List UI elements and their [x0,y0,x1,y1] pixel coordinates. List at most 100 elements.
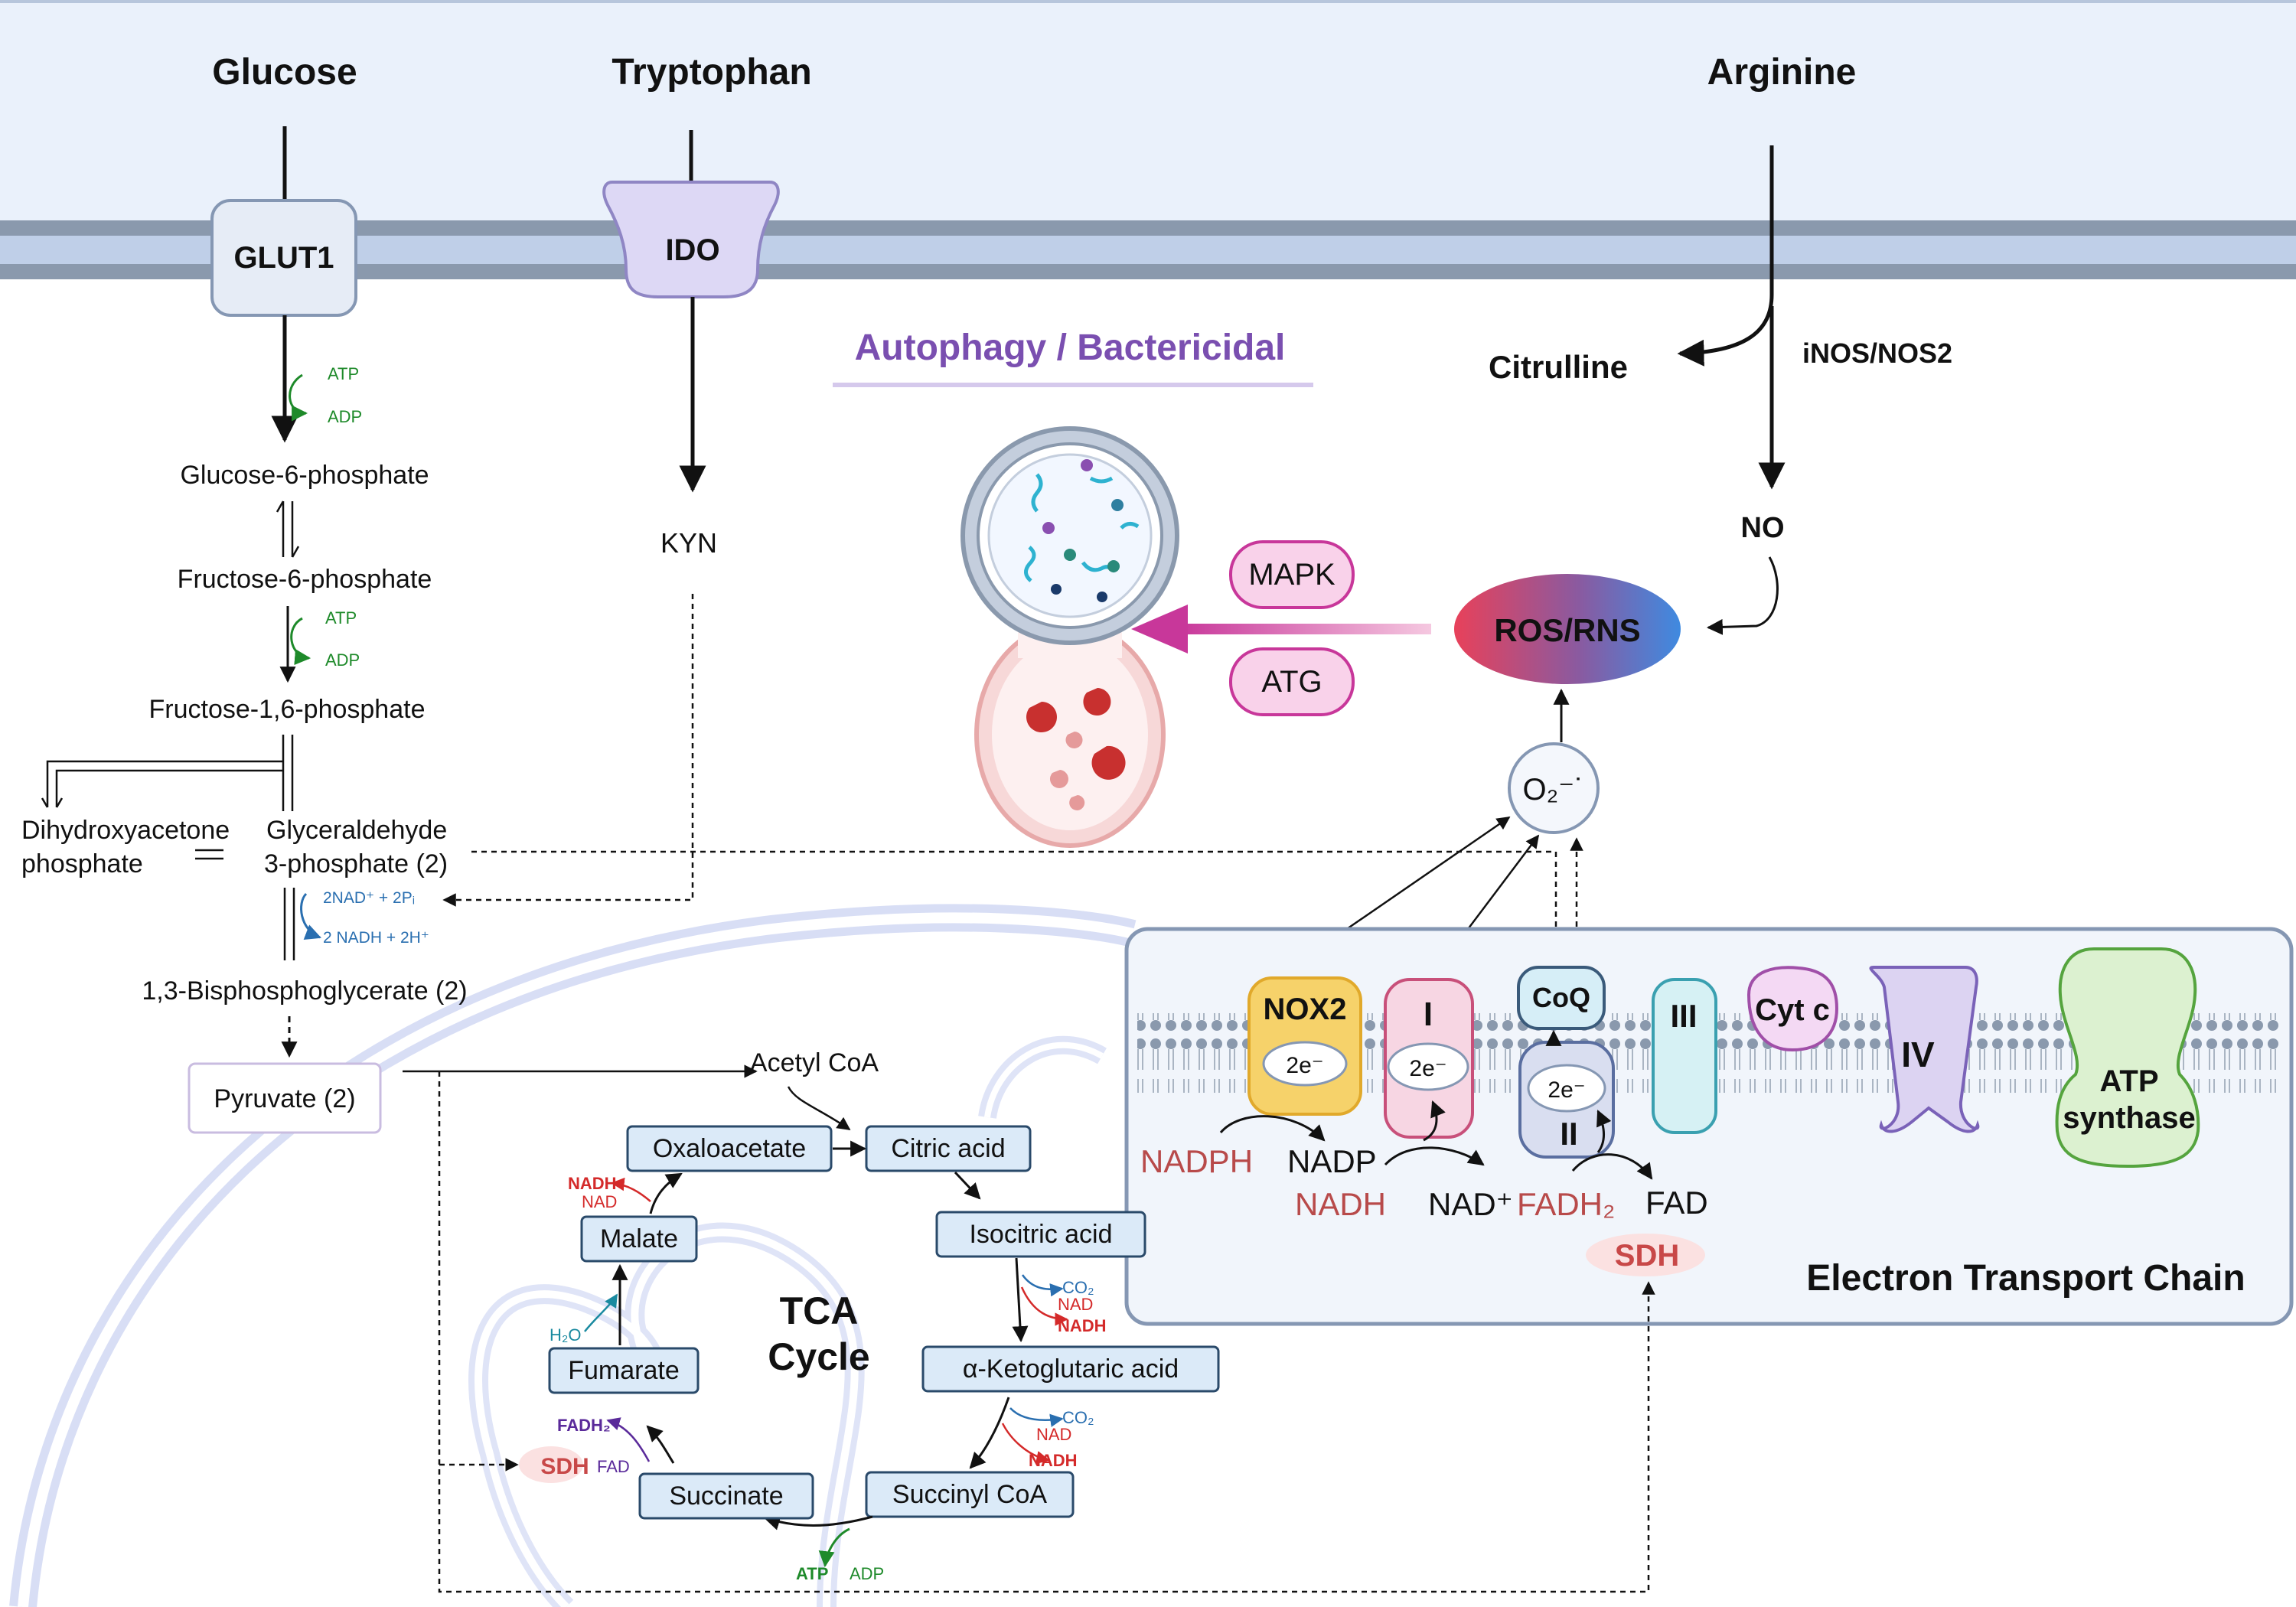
nadh-malate: NADH [568,1174,617,1193]
etc-nadh-label: NADH [1295,1186,1386,1222]
nadh-akg: NADH [1029,1451,1078,1470]
akg-box: α-Ketoglutaric acid [921,1345,1220,1393]
ido-enzyme [602,181,780,298]
tryptophan-label: Tryptophan [612,52,811,93]
dhap-label-1: Dihydroxyacetone [21,816,230,845]
ido-label: IDO [665,233,719,267]
cytochrome-c: Cyt c [1746,966,1839,1052]
atp-tca: ATP [796,1564,828,1583]
complex-ii-electrons: 2e⁻ [1548,1077,1585,1103]
glut1-label: GLUT1 [233,241,334,275]
isocitric-acid-label: Isocitric acid [969,1220,1112,1249]
tca-title-1: TCA [780,1289,859,1332]
complex-i-electrons: 2e⁻ [1409,1056,1446,1081]
ros-rns-node: ROS/RNS [1454,574,1681,684]
co2-akg: CO₂ [1062,1408,1094,1427]
nad-malate: NAD [582,1192,617,1211]
atp-glycolysis-1: ATP [328,364,359,383]
pyruvate-box: Pyruvate (2) [188,1062,382,1134]
h2o-tca: H₂O [550,1325,582,1345]
atp-synthase-label-1: ATP [2099,1064,2158,1098]
atp-synthase: ATP synthase [2055,947,2200,1169]
citric-acid-box: Citric acid [865,1125,1032,1172]
nad-in-glycolysis: 2NAD⁺ + 2Pᵢ [323,889,415,907]
complex-iv-label: IV [1901,1035,1935,1074]
mapk-label: MAPK [1248,558,1336,592]
tca-sdh-tag: SDH [519,1446,589,1483]
no-label: NO [1741,512,1785,544]
nadph-label: NADPH [1140,1143,1253,1179]
atp-synthase-label-2: synthase [2063,1101,2195,1135]
nox2-electrons: 2e⁻ [1286,1053,1323,1078]
complex-i: I 2e⁻ [1384,978,1474,1139]
superoxide-node: O₂⁻˙ [1508,742,1600,834]
etc-fadh2-label: FADH₂ [1517,1186,1615,1222]
fructose-1-6-phosphate: Fructose-1,6-phosphate [149,695,426,724]
citrulline-label: Citrulline [1489,349,1628,385]
nadp-label: NADP [1287,1143,1377,1179]
etc-sdh-tag: SDH [1586,1234,1705,1276]
isocitric-acid-box: Isocitric acid [935,1211,1146,1258]
atg-label: ATG [1261,665,1322,699]
mapk-box: MAPK [1229,540,1355,609]
arginine-label: Arginine [1707,52,1857,93]
etc-sdh-label: SDH [1615,1239,1679,1273]
autophagy-title: Autophagy / Bactericidal [855,328,1286,368]
fumarate-box: Fumarate [548,1347,700,1394]
mitochondrion-cristae [468,1222,865,1607]
glut1-transporter: GLUT1 [210,199,357,317]
oxaloacetate-box: Oxaloacetate [626,1125,833,1172]
co2-isocitrate: CO₂ [1062,1278,1094,1297]
nad-akg: NAD [1036,1425,1071,1444]
nox2-complex: NOX2 2e⁻ [1247,976,1362,1116]
fad-tca: FAD [597,1457,630,1476]
dhap-label-2: phosphate [21,849,143,878]
bisphosphoglycerate: 1,3-Bisphosphoglycerate (2) [142,976,467,1006]
ros-to-autophagy-arrow [1179,624,1431,634]
nad-plus-label: NAD⁺ [1428,1186,1513,1222]
g3p-label-1: Glyceraldehyde [266,816,447,845]
atg-box: ATG [1229,647,1355,716]
glucose-6-phosphate: Glucose-6-phosphate [180,461,429,490]
complex-i-label: I [1424,996,1433,1033]
fadh2-tca: FADH₂ [557,1416,611,1435]
succinyl-coa-label: Succinyl CoA [892,1480,1048,1509]
extracellular-space [0,0,2296,223]
citric-acid-label: Citric acid [891,1134,1005,1163]
nadh-isocitrate: NADH [1058,1316,1107,1335]
malate-box: Malate [580,1215,698,1263]
etc-fad-label: FAD [1645,1185,1708,1221]
malate-label: Malate [600,1224,678,1253]
inos-label: iNOS/NOS2 [1802,337,1952,369]
nadh-out-glycolysis: 2 NADH + 2H⁺ [323,929,429,947]
coq-carrier: CoQ [1517,966,1606,1030]
cytc-label: Cyt c [1755,993,1830,1027]
succinyl-coa-box: Succinyl CoA [865,1471,1075,1518]
tca-title-2: Cycle [768,1335,869,1378]
complex-iv: IV [1869,966,1980,1133]
g3p-label-2: 3-phosphate (2) [264,849,448,878]
adp-glycolysis-2: ADP [325,650,360,670]
etc-title: Electron Transport Chain [1806,1258,2245,1299]
tca-sdh-label: SDH [540,1454,589,1479]
complex-ii-label: II [1560,1116,1577,1152]
pyruvate-label: Pyruvate (2) [214,1084,355,1113]
adp-tca: ADP [850,1564,884,1583]
akg-label: α-Ketoglutaric acid [963,1354,1179,1384]
fumarate-label: Fumarate [568,1356,680,1385]
glucose-label: Glucose [212,52,357,93]
complex-ii: 2e⁻ II [1518,1041,1615,1159]
complex-iii: III [1652,978,1717,1134]
nox2-label: NOX2 [1264,993,1347,1026]
fructose-6-phosphate: Fructose-6-phosphate [178,565,432,594]
kyn-label: KYN [660,527,717,559]
complex-iii-label: III [1670,998,1697,1034]
adp-glycolysis-1: ADP [328,407,362,426]
acetyl-coa-label: Acetyl CoA [750,1048,879,1077]
atp-glycolysis-2: ATP [325,608,357,627]
ros-rns-label: ROS/RNS [1494,612,1640,648]
oxaloacetate-label: Oxaloacetate [653,1134,806,1163]
coq-label: CoQ [1532,982,1590,1013]
succinate-label: Succinate [669,1482,783,1511]
